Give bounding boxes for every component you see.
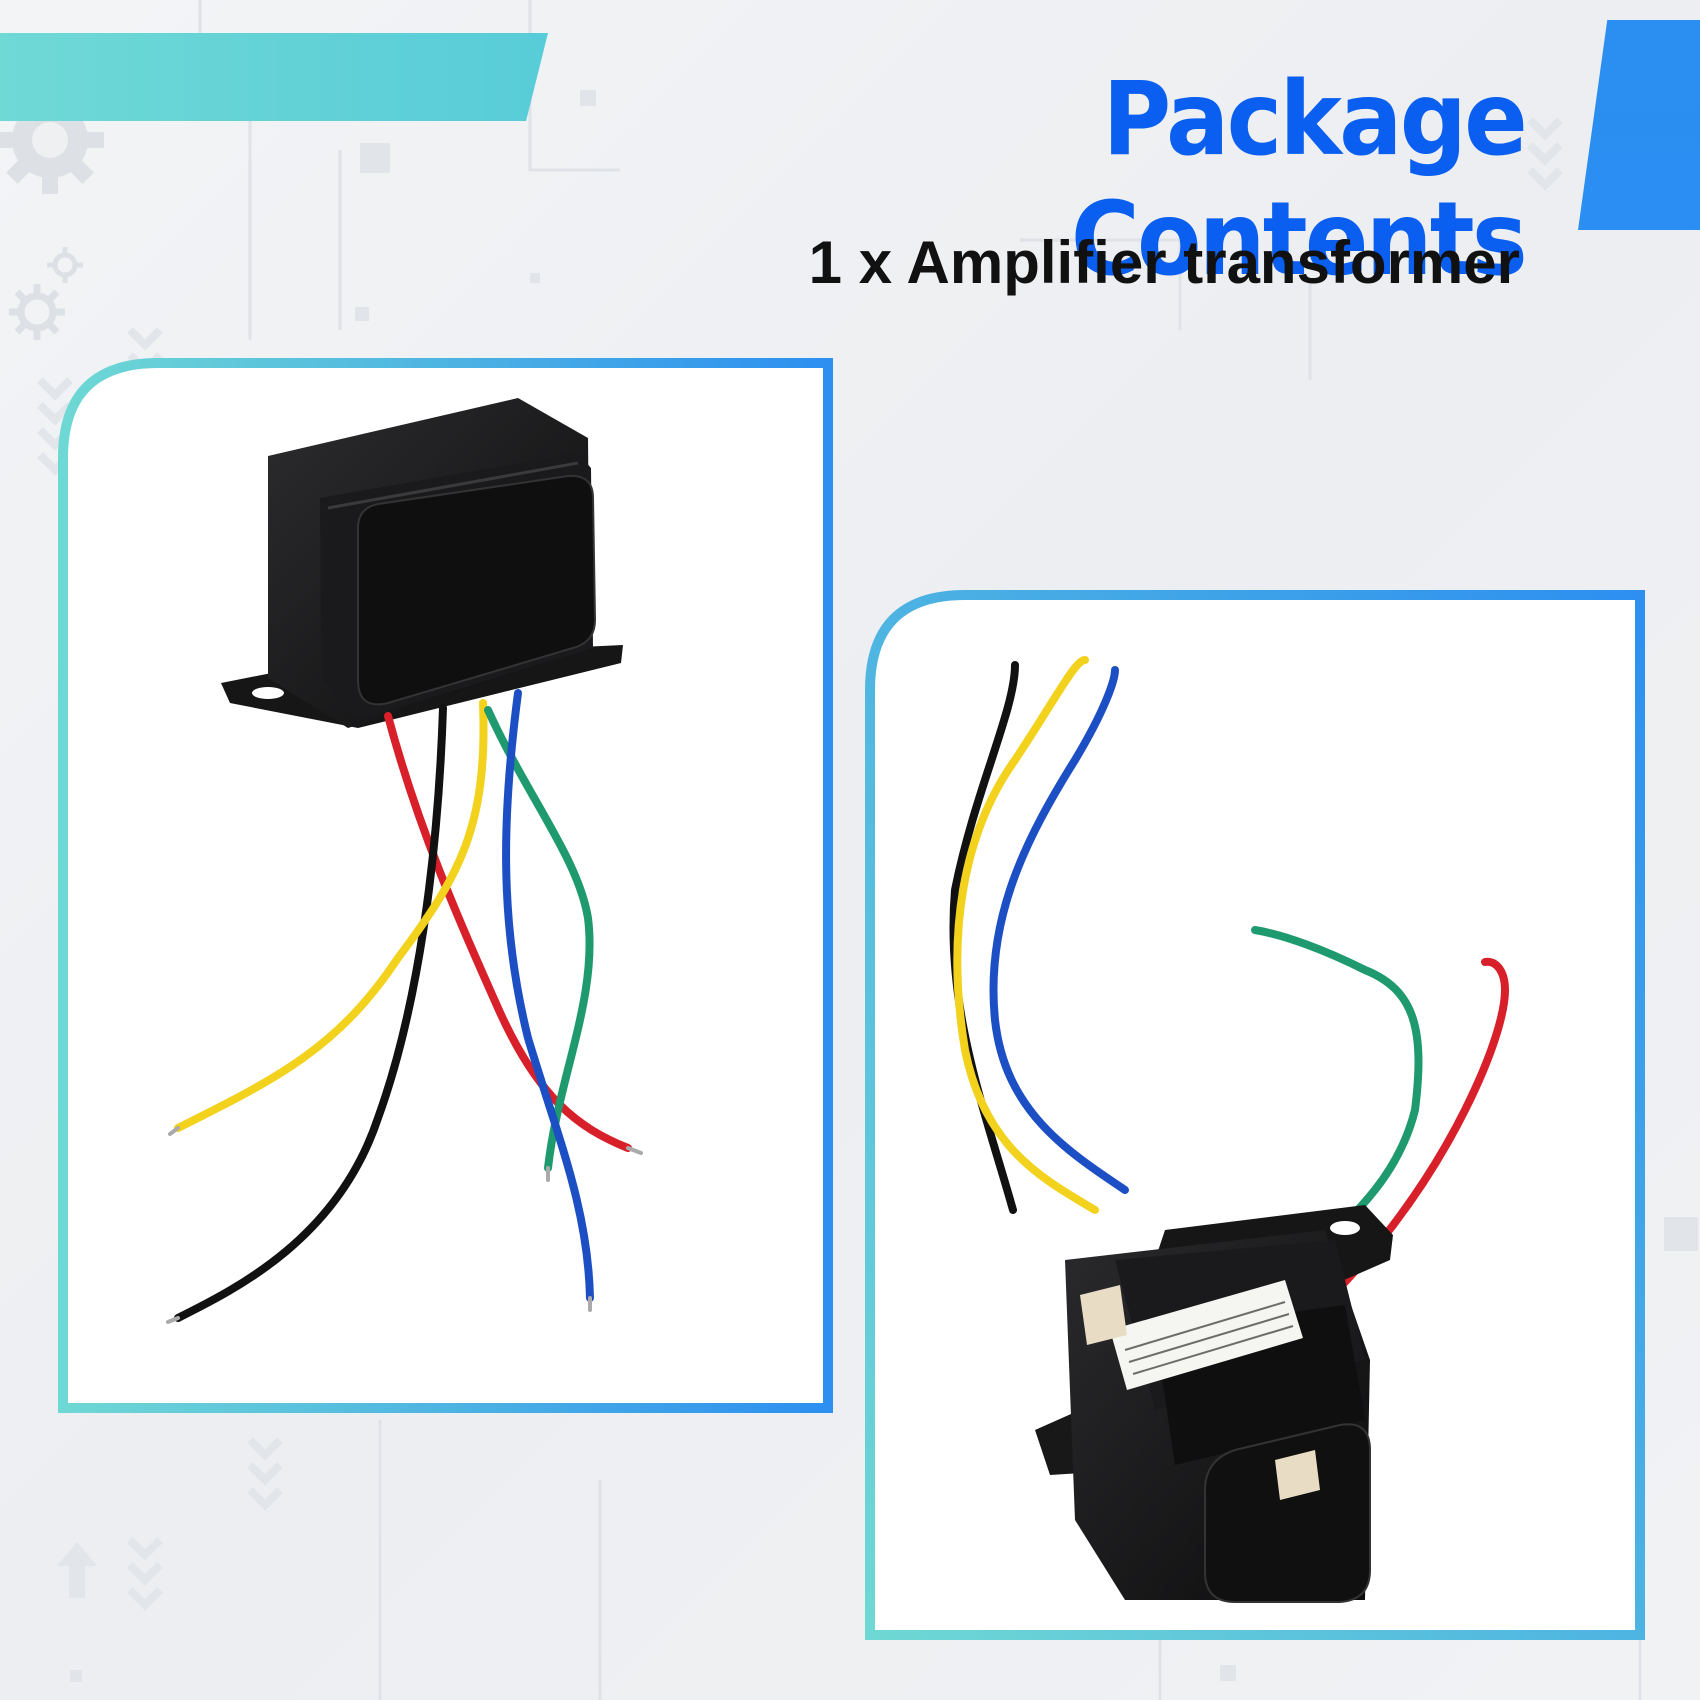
gear-icon (9, 284, 65, 340)
product-photo-angle (865, 590, 1645, 1640)
arrow-up-icon (57, 1542, 97, 1598)
product-photo-front (58, 358, 833, 1413)
gear-icon (47, 247, 83, 283)
header-teal-band (0, 33, 548, 121)
package-item-text: 1 x Amplifier transformer (808, 229, 1520, 296)
page-title: Package Contents (1070, 60, 1528, 299)
